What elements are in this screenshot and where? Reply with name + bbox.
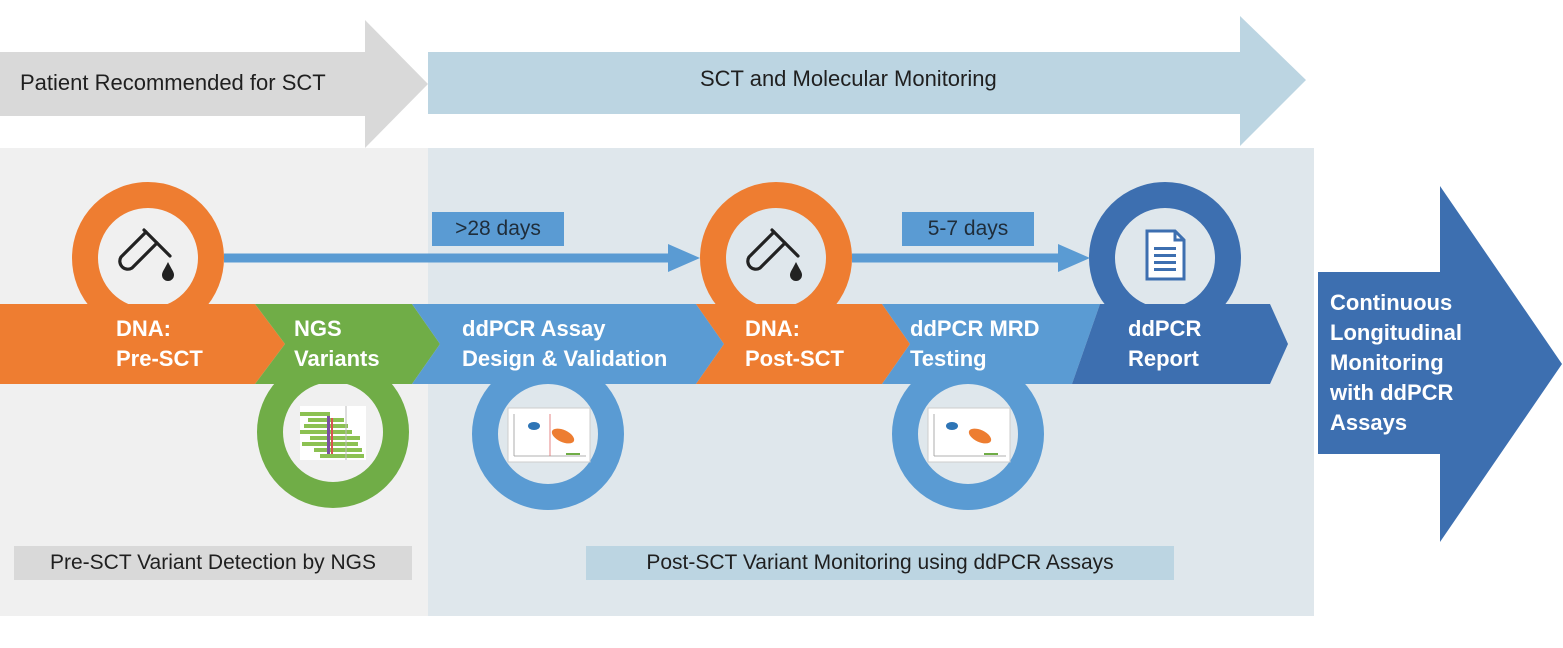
timeline-arrowhead-2 <box>1058 244 1090 272</box>
step-line: Testing <box>910 346 987 371</box>
phase-arrow-pre <box>0 20 428 148</box>
step-line: Report <box>1128 346 1199 371</box>
final-line: with ddPCR <box>1330 380 1454 405</box>
final-line: Longitudinal <box>1330 320 1462 345</box>
step-line: Pre-SCT <box>116 346 203 371</box>
circle-dna-pre <box>72 182 224 334</box>
step-line: Post-SCT <box>745 346 844 371</box>
caption-pre-sct: Pre-SCT Variant Detection by NGS <box>14 546 412 580</box>
timing-tag-28-days: >28 days <box>432 212 564 246</box>
step-ddpcr-mrd-testing: ddPCR MRD Testing <box>910 314 1040 374</box>
step-line: Variants <box>294 346 380 371</box>
test-tube-icon <box>746 228 802 281</box>
ddpcr-plot-icon <box>927 407 1011 463</box>
step-line: Design & Validation <box>462 346 668 371</box>
band-dna-post <box>696 304 910 384</box>
band-mrd <box>882 304 1100 384</box>
final-line: Monitoring <box>1330 350 1444 375</box>
document-icon <box>1145 229 1186 281</box>
phase-label-post: SCT and Molecular Monitoring <box>700 66 997 91</box>
step-line: NGS <box>294 316 342 341</box>
step-ddpcr-report: ddPCR Report <box>1128 314 1201 374</box>
ddpcr-plot-icon <box>507 407 591 463</box>
step-dna-post-sct: DNA: Post-SCT <box>745 314 844 374</box>
band-ngs <box>255 304 440 384</box>
final-arrow <box>1318 186 1562 542</box>
step-line: DNA: <box>745 316 800 341</box>
caption-post-sct: Post-SCT Variant Monitoring using ddPCR … <box>586 546 1174 580</box>
step-dna-pre-sct: DNA: Pre-SCT <box>116 314 203 374</box>
final-line: Assays <box>1330 410 1408 435</box>
step-line: ddPCR Assay <box>462 316 606 341</box>
step-line: DNA: <box>116 316 171 341</box>
step-ddpcr-assay-design: ddPCR Assay Design & Validation <box>462 314 667 374</box>
ngs-table-icon <box>300 406 366 460</box>
band-report <box>1072 304 1288 384</box>
timing-tag-5-7-days: 5-7 days <box>902 212 1034 246</box>
step-line: ddPCR <box>1128 316 1202 341</box>
step-ngs-variants: NGS Variants <box>294 314 380 374</box>
final-line: Continuous <box>1330 290 1453 315</box>
band-assay <box>412 304 724 384</box>
circle-dna-post <box>700 182 852 334</box>
final-monitoring-label: Continuous Longitudinal Monitoring with … <box>1330 288 1462 438</box>
band-dna-pre <box>0 304 285 384</box>
step-line: ddPCR MRD <box>910 316 1040 341</box>
phase-arrow-post <box>428 16 1306 146</box>
timeline-arrowhead-1 <box>668 244 700 272</box>
test-tube-icon <box>118 228 174 281</box>
phase-label-pre: Patient Recommended for SCT <box>20 70 326 95</box>
